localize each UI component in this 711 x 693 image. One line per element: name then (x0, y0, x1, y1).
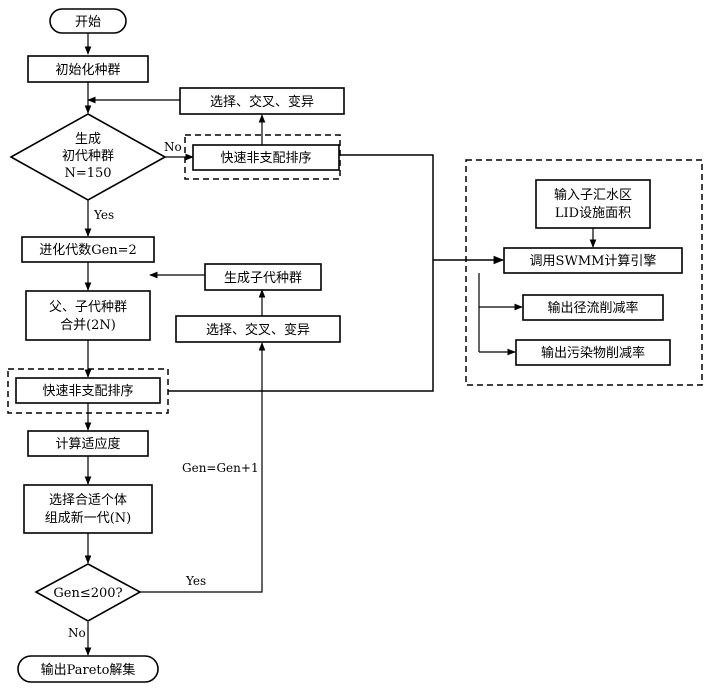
edge-label-yes-top: Yes (93, 208, 114, 222)
merge-node (25, 290, 151, 341)
select-individuals-node (23, 484, 153, 534)
generate-offspring-label: 生成子代种群 (224, 271, 302, 286)
swmm-input-node (535, 179, 651, 229)
select-individuals-line1: 选择合适个体 (49, 493, 127, 508)
init-population-label: 初始化种群 (55, 63, 120, 78)
sort-top-label: 快速非支配排序 (220, 151, 311, 166)
select-top-label: 选择、交叉、变异 (210, 94, 314, 110)
connectors (84, 33, 597, 656)
output-node (17, 655, 159, 683)
generate-offspring-node (204, 263, 322, 291)
sort-top-node (192, 144, 340, 171)
edge-sorttop-swmm (340, 154, 434, 260)
swmm-call-label: 调用SWMM计算引擎 (530, 254, 657, 269)
calc-fitness-node (27, 430, 149, 457)
edge-label-no-bottom: No (68, 626, 86, 640)
generation-decision-line3: N=150 (64, 166, 111, 181)
merge-line2: 合并(2N) (60, 318, 116, 333)
sortbottom-dashed-group (7, 368, 169, 414)
gen-counter-label: 进化代数Gen=2 (39, 243, 137, 258)
gen-counter-node (21, 236, 155, 263)
gen-check-label: Gen≤200? (53, 586, 122, 601)
select-mid-node (175, 315, 341, 343)
generation-decision-node (9, 113, 167, 201)
edge-sortbottom-swmm (168, 260, 434, 392)
sort-bottom-label: 快速非支配排序 (42, 384, 133, 399)
start-label: 开始 (75, 15, 101, 30)
edge-gencheck-loop (140, 342, 266, 593)
swmm-runoff-label: 输出径流削减率 (547, 300, 638, 316)
merge-line1: 父、子代种群 (49, 300, 127, 315)
swmm-input-line1: 输入子汇水区 (554, 187, 632, 203)
gen-check-decision-node (34, 563, 142, 622)
start-node (49, 8, 127, 34)
select-mid-label: 选择、交叉、变异 (206, 322, 310, 338)
edge-label-no-top: No (164, 140, 182, 154)
swmm-pollutant-node (515, 339, 671, 366)
select-individuals-line2: 组成新一代(N) (45, 510, 132, 526)
generation-decision-line2: 初代种群 (62, 149, 114, 164)
swmm-pollutant-label: 输出污染物削减率 (541, 345, 645, 361)
sorttop-dashed-group (184, 134, 341, 180)
edge-label-yes-loop: Yes (185, 574, 206, 588)
swmm-call-node (503, 247, 683, 274)
swmm-runoff-node (522, 294, 664, 321)
edge-label-gen-increment: Gen=Gen+1 (182, 461, 259, 475)
sort-bottom-node (15, 377, 161, 404)
calc-fitness-label: 计算适应度 (55, 436, 120, 452)
select-top-node (179, 87, 345, 115)
output-label: 输出Pareto解集 (41, 662, 136, 678)
init-population-node (27, 55, 149, 83)
swmm-input-line2: LID设施面积 (555, 206, 631, 221)
generation-decision-line1: 生成 (75, 132, 101, 147)
